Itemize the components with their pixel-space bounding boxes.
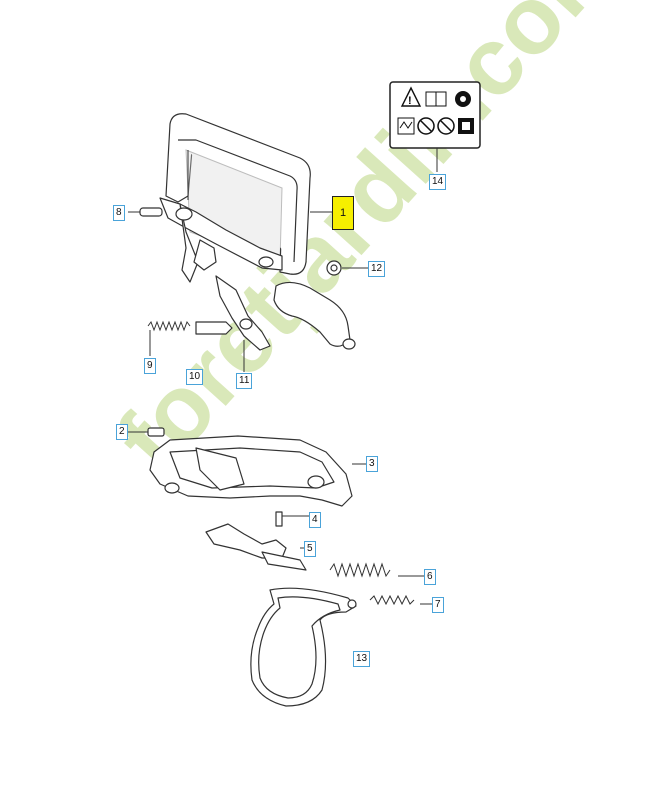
callout-5[interactable]: 5 bbox=[304, 541, 316, 557]
callout-9[interactable]: 9 bbox=[144, 358, 156, 374]
callout-12[interactable]: 12 bbox=[368, 261, 386, 277]
screw-2 bbox=[128, 427, 165, 437]
callout-2[interactable]: 2 bbox=[116, 424, 128, 440]
screw-8 bbox=[128, 207, 163, 217]
rod-7 bbox=[369, 594, 434, 606]
lever-4 bbox=[205, 511, 310, 559]
callout-3[interactable]: 3 bbox=[366, 456, 378, 472]
spring-9 bbox=[147, 320, 191, 356]
chain-icon bbox=[397, 117, 415, 135]
helmet-icon bbox=[455, 91, 471, 107]
spring-6 bbox=[329, 562, 424, 578]
nut-12 bbox=[326, 260, 368, 276]
manual-book-icon bbox=[425, 91, 447, 107]
svg-text:!: ! bbox=[408, 95, 412, 107]
link-11 bbox=[215, 275, 271, 372]
gloves-icon bbox=[458, 118, 474, 134]
safety-label: ! bbox=[389, 81, 481, 172]
callout-11[interactable]: 11 bbox=[236, 373, 253, 389]
callout-7[interactable]: 7 bbox=[432, 597, 444, 613]
callout-14[interactable]: 14 bbox=[429, 174, 447, 190]
no-one-hand-icon bbox=[417, 117, 435, 135]
brake-assembly-3 bbox=[149, 435, 366, 507]
saw-icon bbox=[437, 117, 455, 135]
callout-10[interactable]: 10 bbox=[186, 369, 204, 385]
pin-10 bbox=[195, 321, 233, 335]
callout-1[interactable]: 1 bbox=[332, 196, 354, 230]
callout-4[interactable]: 4 bbox=[309, 512, 321, 528]
callout-6[interactable]: 6 bbox=[424, 569, 436, 585]
callout-8[interactable]: 8 bbox=[113, 205, 125, 221]
warning-triangle-icon: ! bbox=[400, 86, 422, 107]
front-hand-guard bbox=[159, 113, 356, 350]
callout-13[interactable]: 13 bbox=[353, 651, 371, 667]
brake-band-13 bbox=[250, 587, 357, 707]
